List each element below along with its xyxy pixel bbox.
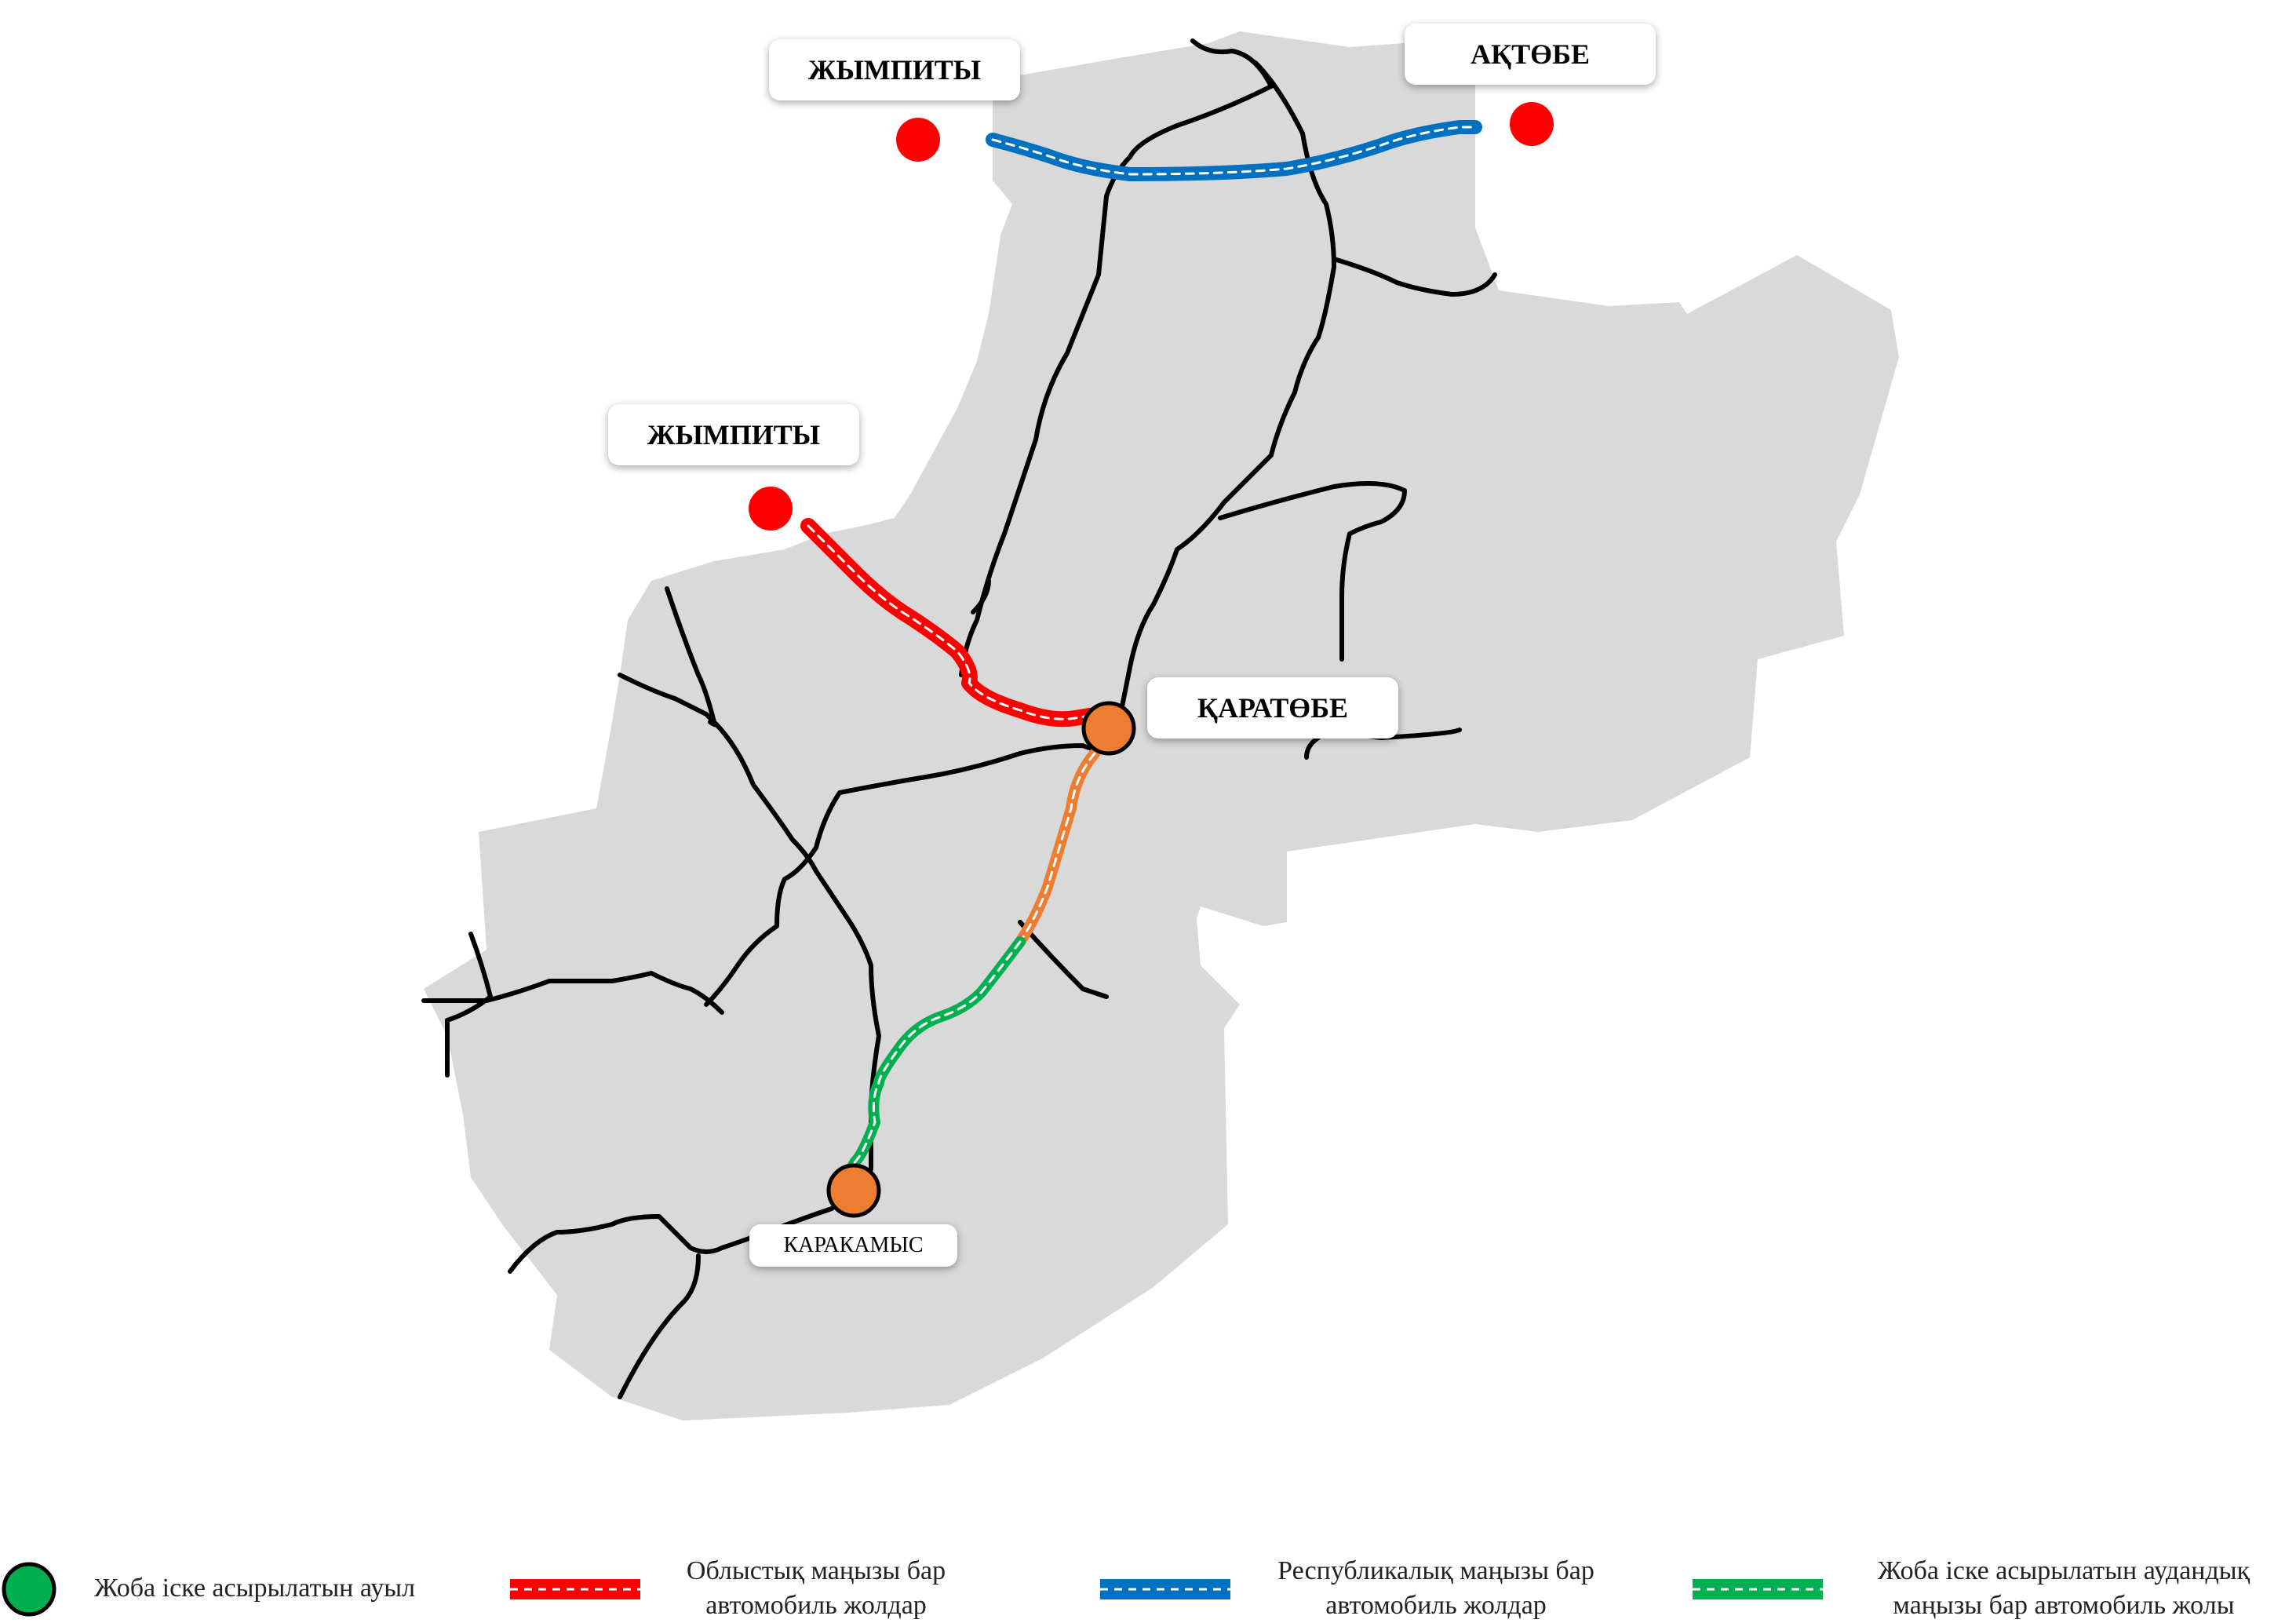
legend: Жоба іске асырылатын ауыл Облыстық маңыз… <box>0 1530 2296 1621</box>
legend-regional-line2: автомобиль жолдар <box>705 1591 927 1620</box>
legend-republican-swatch <box>1100 1579 1230 1599</box>
road-east-3 <box>1304 735 1321 760</box>
destination-dot-aktobe <box>1510 102 1554 146</box>
legend-republican-line2: автомобиль жолдар <box>1325 1591 1547 1620</box>
legend-republican-label: Республикалық маңызы бар автомобиль жолд… <box>1248 1554 1624 1623</box>
label-aktobe: АҚТӨБЕ <box>1405 24 1656 85</box>
district-map <box>421 31 1899 1421</box>
village-dot-karakamys <box>826 1163 881 1218</box>
label-zhympity-mid: ЖЫМПИТЫ <box>608 404 859 465</box>
legend-republican-line1: Республикалық маңызы бар <box>1277 1556 1594 1585</box>
label-karatobe: ҚАРАТӨБЕ <box>1147 677 1398 739</box>
destination-dot-zhympity-top <box>896 118 940 162</box>
road-center-1 <box>704 735 1117 1007</box>
road-west-2 <box>618 673 718 728</box>
legend-district-line1: Жоба іске асырылатын аудандық <box>1877 1556 2250 1585</box>
road-west-4 <box>445 932 493 1078</box>
legend-district-swatch <box>1693 1579 1823 1599</box>
road-zhympity-mid-1 <box>971 578 991 615</box>
legend-village-swatch <box>2 1562 56 1617</box>
road-southwest-2 <box>618 1253 701 1399</box>
project-road-orange <box>1015 748 1100 947</box>
label-karakamys: КАРАКАМЫС <box>749 1224 957 1267</box>
road-west-1 <box>665 586 881 1172</box>
destination-dot-zhympity-mid <box>749 487 793 531</box>
legend-regional-line1: Облыстық маңызы бар <box>686 1556 946 1585</box>
legend-district-line2: маңызы бар автомобиль жолы <box>1893 1591 2235 1620</box>
village-dot-karatobe <box>1081 701 1136 756</box>
republican-road <box>986 120 1482 182</box>
legend-regional-swatch <box>510 1579 640 1599</box>
road-north-3 <box>1332 257 1497 297</box>
legend-village-label: Жоба іске асырылатын ауыл <box>94 1574 416 1603</box>
label-zhympity-top: ЖЫМПИТЫ <box>769 39 1020 100</box>
road-north-2 <box>1112 60 1336 748</box>
regional-road <box>800 518 1106 728</box>
district-road <box>844 936 1026 1183</box>
legend-district-label: Жоба іске асырылатын аудандық маңызы бар… <box>1836 1554 2291 1623</box>
legend-regional-label: Облыстық маңызы бар автомобиль жолдар <box>643 1554 989 1623</box>
road-east-1 <box>1218 481 1407 662</box>
road-north-1 <box>959 38 1274 677</box>
